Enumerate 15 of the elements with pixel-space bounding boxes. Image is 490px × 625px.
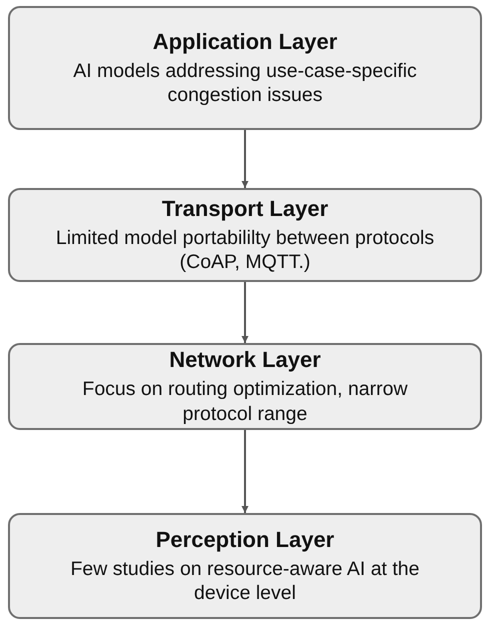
layer-title: Network Layer (169, 347, 321, 374)
arrow (242, 282, 248, 343)
layer-box (8, 188, 482, 282)
layer-description: Limited model portabililty between protocols (CoAP, MQTT.) (54, 226, 436, 274)
layer-title: Application Layer (152, 28, 338, 55)
arrow (242, 430, 248, 513)
layer-box (8, 6, 482, 130)
layer-description: Few studies on resource-aware AI at the device level (69, 556, 420, 606)
layer-description: AI models addressing use-case-specific congestion issues (72, 58, 418, 108)
arrow (242, 130, 248, 188)
layer-description: Focus on routing optimization, narrow protocol range (81, 377, 409, 426)
layer-title: Perception Layer (156, 526, 334, 553)
layer-box (8, 343, 482, 430)
layer-box (8, 513, 482, 619)
layer-title: Transport Layer (162, 196, 328, 222)
